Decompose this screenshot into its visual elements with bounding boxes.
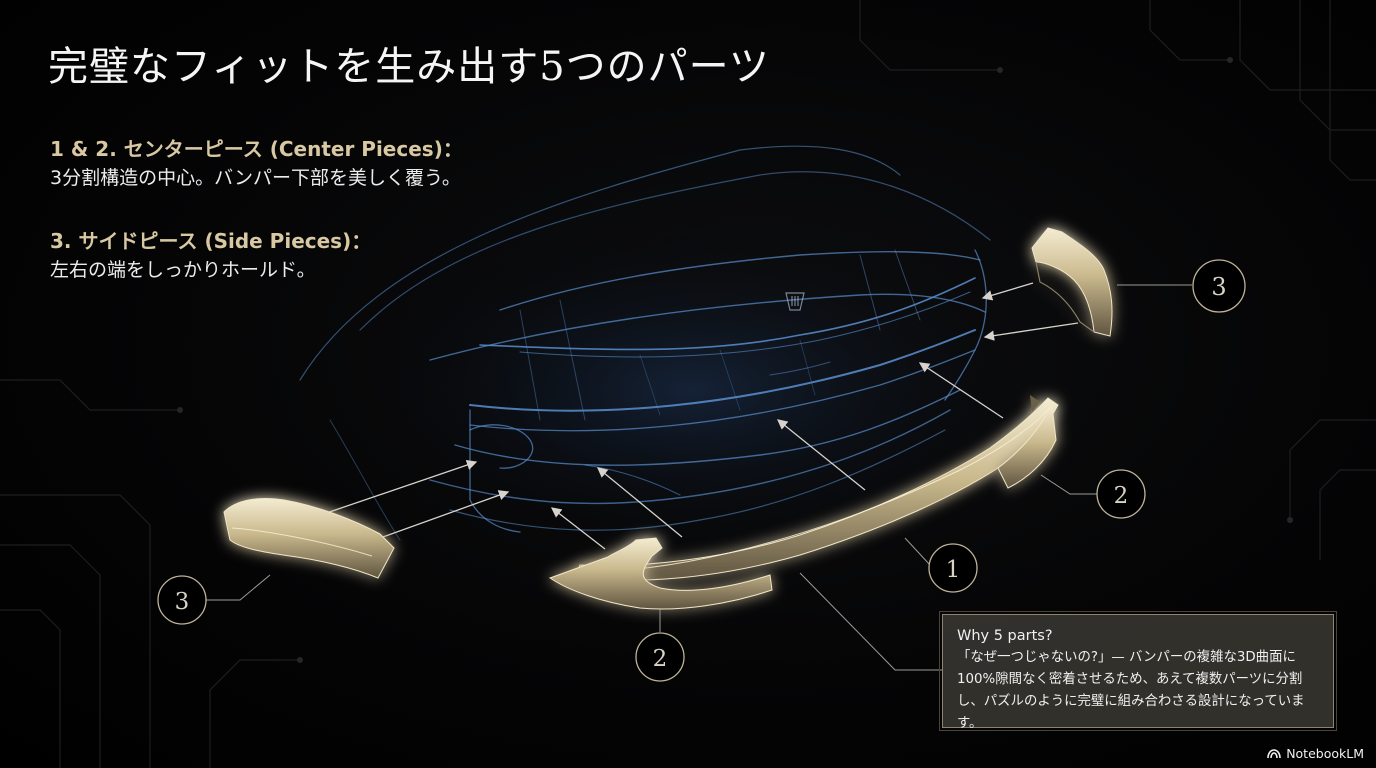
brand-watermark: NotebookLM — [1267, 746, 1364, 761]
slide-title: 完璧なフィットを生み出す5つのパーツ — [48, 44, 770, 90]
part-center-right — [997, 403, 1057, 489]
label-center-left: 2 — [635, 632, 685, 682]
label-center-right: 2 — [1096, 469, 1146, 519]
assembly-arrows — [302, 282, 1079, 550]
side-pieces-description: 3. サイドピース (Side Pieces)： 左右の端をしっかりホールド。 — [50, 226, 371, 284]
label-center-right-text: 2 — [1114, 483, 1129, 509]
label-side-left-text: 3 — [175, 589, 190, 615]
car-wireframe — [299, 145, 991, 541]
part-center-front — [574, 395, 1059, 581]
car-glow — [330, 220, 1050, 560]
car-emblem — [785, 292, 805, 311]
notebooklm-logo-icon — [1267, 748, 1281, 758]
center-pieces-description: 1 & 2. センターピース (Center Pieces)： 3分割構造の中心… — [50, 134, 463, 192]
label-side-right: 3 — [1192, 259, 1246, 313]
why-five-parts-callout: Why 5 parts? 「なぜ一つじゃないの?」— バンパーの複雑な3D曲面に… — [939, 611, 1337, 731]
center-pieces-body: 3分割構造の中心。バンパー下部を美しく覆う。 — [50, 167, 461, 189]
label-center-front-text: 1 — [946, 557, 961, 583]
circuit-nodes — [177, 57, 1293, 663]
label-side-right-text: 3 — [1211, 273, 1226, 301]
label-center-front: 1 — [928, 543, 978, 593]
side-pieces-heading: 3. サイドピース (Side Pieces)： — [50, 229, 372, 253]
side-pieces-body: 左右の端をしっかりホールド。 — [50, 259, 316, 281]
part-side-left — [223, 498, 395, 579]
label-center-left-text: 2 — [653, 646, 668, 672]
label-side-left: 3 — [157, 575, 207, 625]
label-leaders — [206, 284, 1192, 671]
part-side-right — [1031, 227, 1113, 337]
callout-body: 「なぜ一つじゃないの?」— バンパーの複雑な3D曲面に100%隙間なく密着させる… — [957, 650, 1305, 731]
center-pieces-heading: 1 & 2. センターピース (Center Pieces)： — [50, 137, 463, 161]
brand-name: NotebookLM — [1286, 746, 1364, 761]
callout-heading: Why 5 parts? — [957, 628, 1053, 644]
part-center-left — [548, 537, 773, 610]
